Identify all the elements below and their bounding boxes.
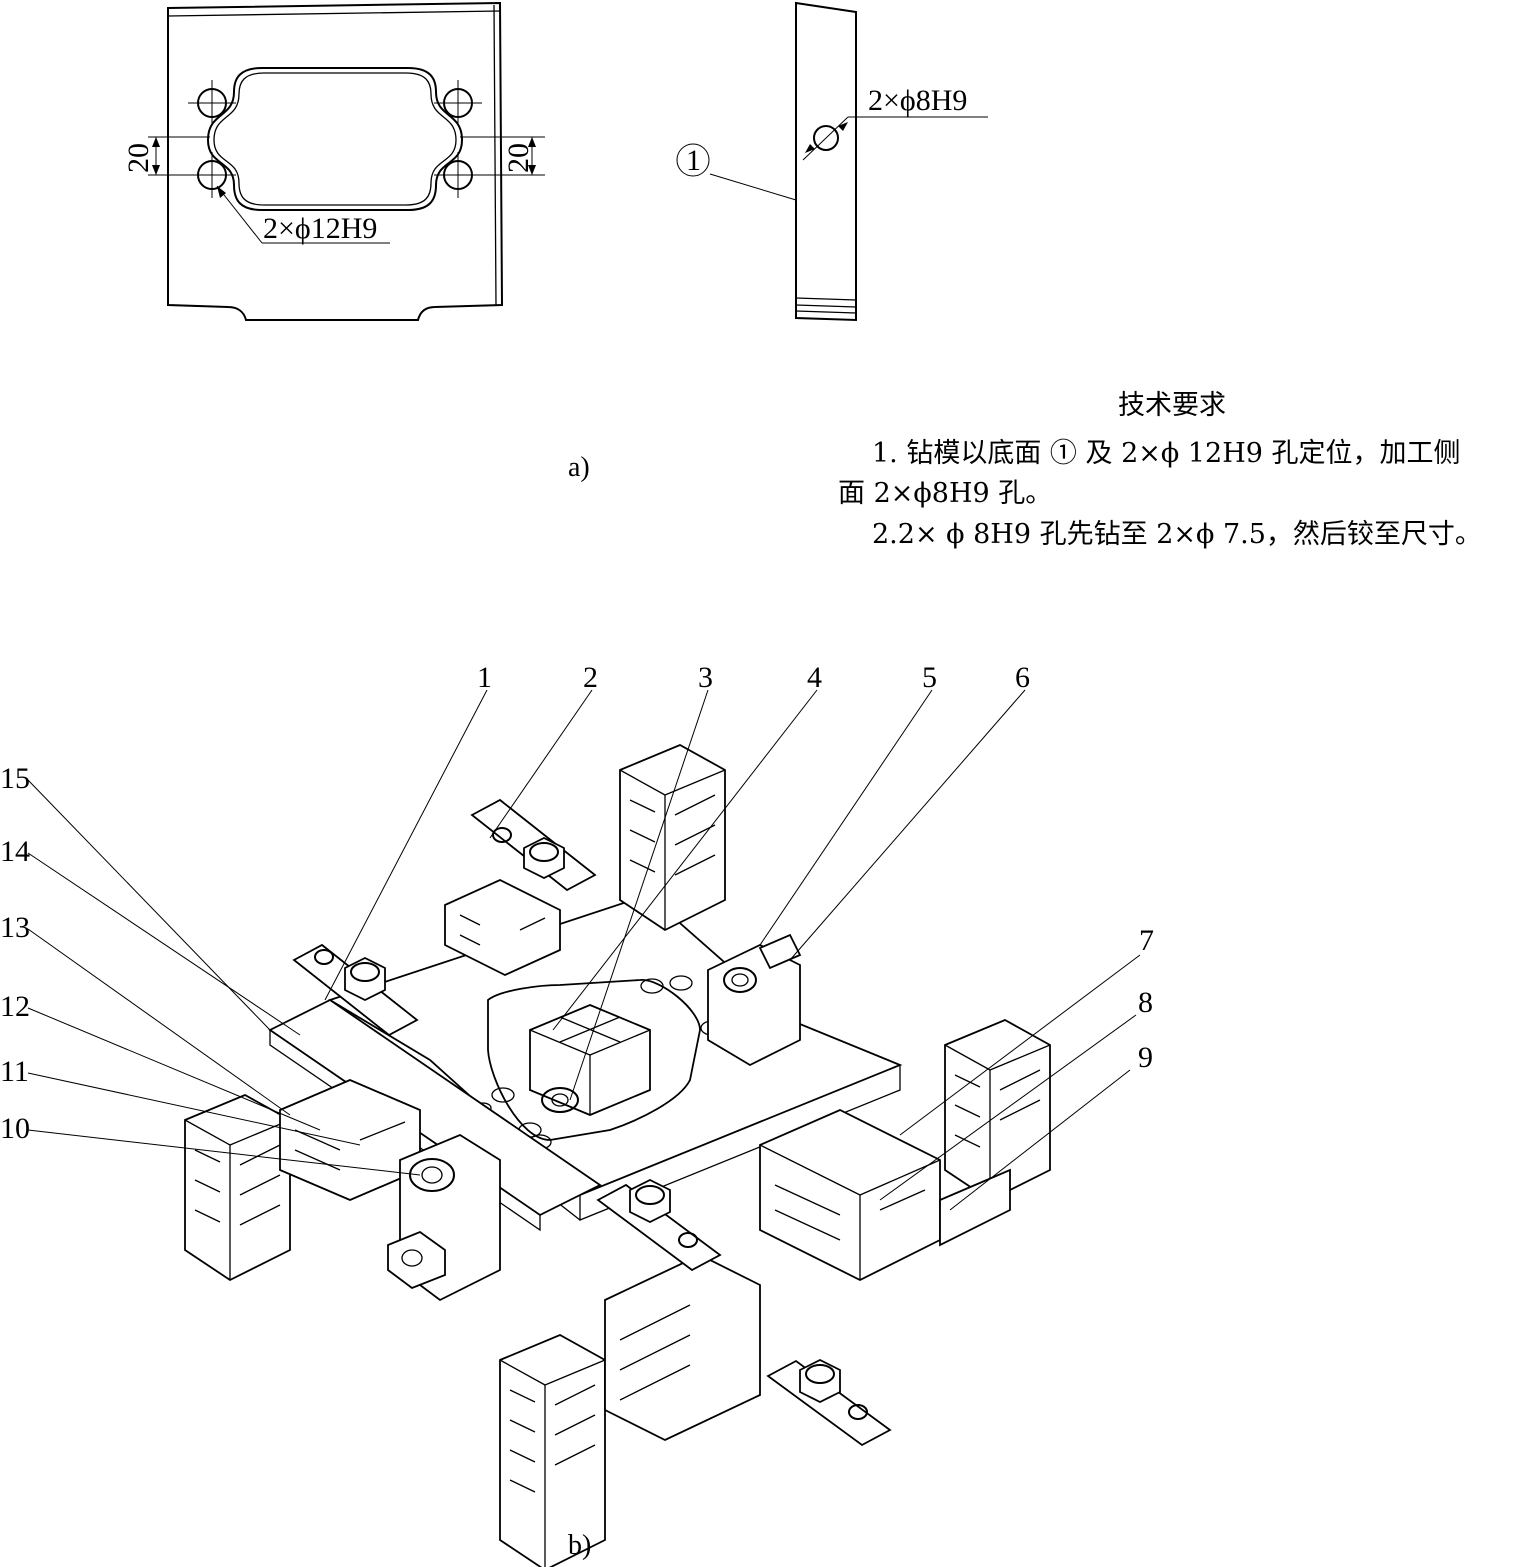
column-bottom [499, 1253, 761, 1567]
datum-label: 1 [686, 144, 701, 177]
hole-callout-12: 2×ϕ12H9 [216, 185, 390, 245]
side-view: 2×ϕ8H9 1 [676, 1, 988, 322]
part-label-13: 13 [0, 911, 30, 944]
part-label-2: 2 [583, 661, 598, 694]
hole-callout-12-text: 2×ϕ12H9 [263, 212, 377, 245]
clamp-right [766, 1358, 892, 1447]
clamp-left [292, 943, 419, 1037]
bracket-left [387, 1133, 501, 1302]
tech-req-line-1: 1. 钻模以底面 ① 及 2×ϕ 12H9 孔定位，加工侧 [872, 438, 1461, 469]
dimension-left: 20 [122, 136, 210, 176]
part-label-10: 10 [0, 1112, 30, 1145]
bracket-right [707, 933, 802, 1067]
tech-req-heading: 技术要求 [1118, 390, 1226, 421]
hole-callout-8-text: 2×ϕ8H9 [868, 84, 967, 117]
part-label-1: 1 [477, 661, 492, 694]
side-outline [795, 1, 857, 322]
column-top [444, 744, 726, 976]
caption-b: b) [568, 1530, 592, 1561]
part-label-7: 7 [1139, 924, 1154, 957]
plate-outline [167, 1, 504, 321]
column-right [759, 1019, 1051, 1282]
inner-window [206, 67, 464, 211]
part-label-6: 6 [1015, 661, 1030, 694]
part-label-14: 14 [0, 835, 30, 868]
caption-a: a) [568, 452, 590, 483]
isometric-assembly: 1 2 3 4 5 6 7 8 9 10 11 12 13 14 15 [0, 661, 1154, 1567]
dimension-right: 20 [460, 136, 545, 176]
dim-right-text: 20 [502, 143, 535, 173]
clamp-bottom [596, 1178, 722, 1272]
part-label-12: 12 [0, 990, 30, 1023]
hole-top-right [434, 80, 482, 126]
part-label-5: 5 [922, 661, 937, 694]
clamp-top [470, 798, 597, 892]
part-numbers: 1 2 3 4 5 6 7 8 9 10 11 12 13 14 15 [0, 661, 1154, 1145]
datum-circle [676, 143, 710, 177]
column-left [184, 1079, 421, 1282]
tech-req-line-3: 2.2× ϕ 8H9 孔先钻至 2×ϕ 7.5，然后铰至尺寸。 [872, 519, 1482, 550]
front-view: 20 20 2×ϕ12H9 [122, 1, 545, 321]
dim-left-text: 20 [122, 143, 155, 173]
center-locator-block [529, 1004, 651, 1116]
part-label-4: 4 [807, 661, 822, 694]
part-label-8: 8 [1138, 986, 1153, 1019]
side-hole [813, 125, 839, 151]
part-label-15: 15 [0, 762, 30, 795]
part-label-9: 9 [1138, 1041, 1153, 1074]
tech-req-line-2: 面 2×ϕ8H9 孔。 [838, 478, 1053, 509]
leader-lines [27, 689, 1141, 1211]
hole-top-left [188, 80, 236, 126]
part-label-11: 11 [0, 1055, 29, 1088]
part-label-3: 3 [698, 661, 713, 694]
